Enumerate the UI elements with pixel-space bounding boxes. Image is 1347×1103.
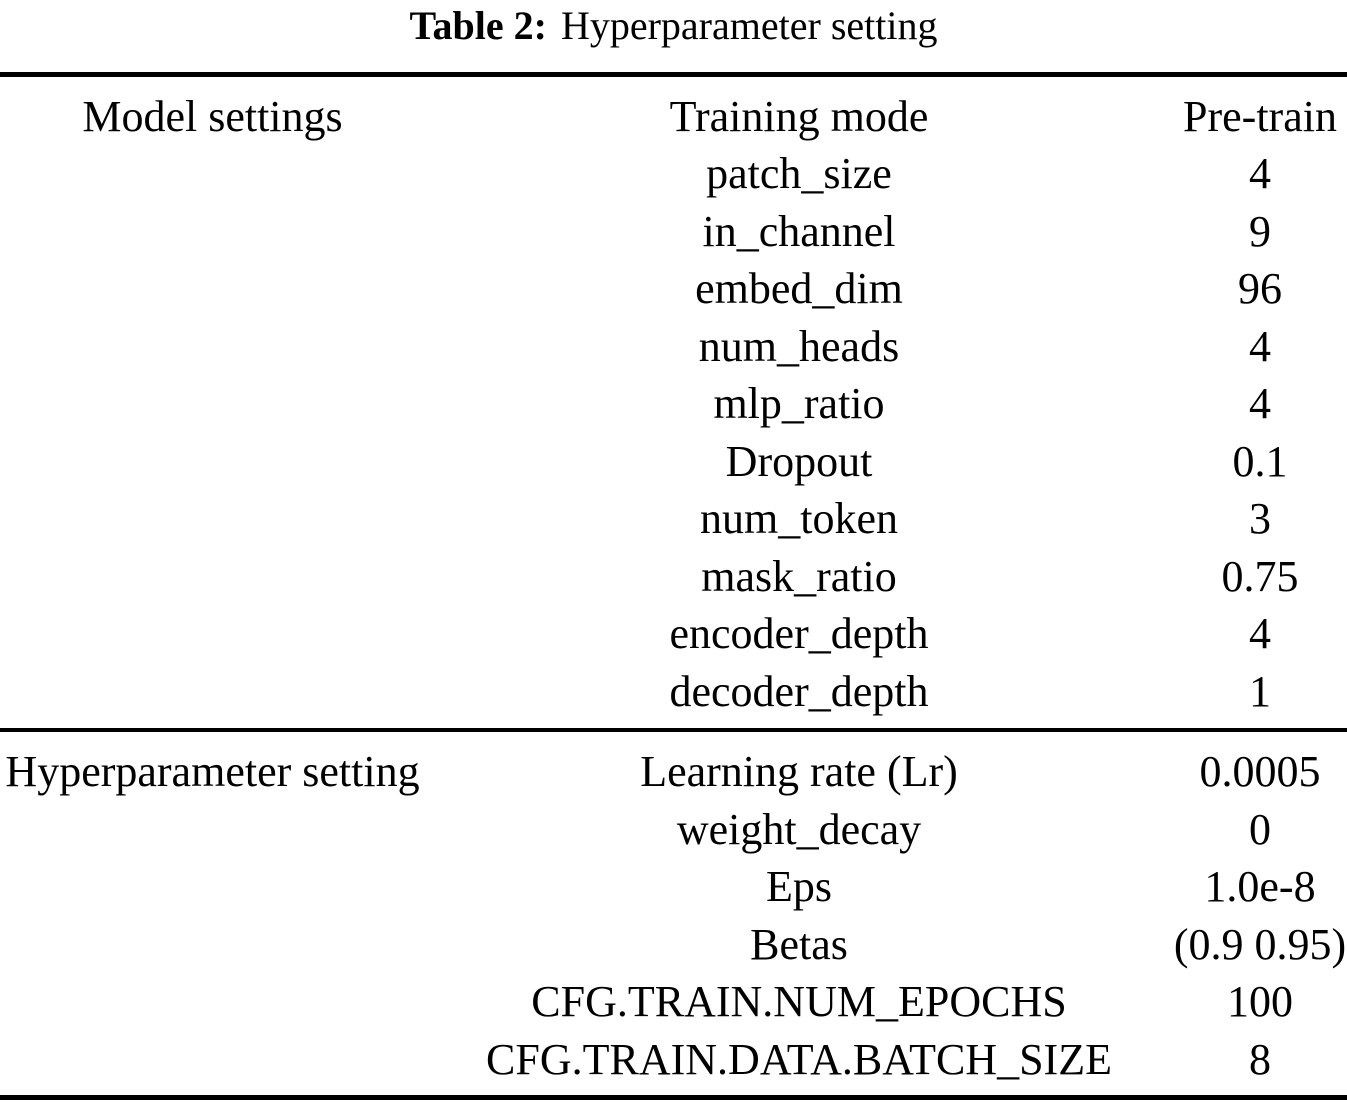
param-value: 100 (1227, 977, 1293, 1027)
table-row: embed_dim 96 (0, 261, 1347, 319)
param-name: Training mode (669, 91, 929, 141)
param-name: in_channel (702, 206, 896, 256)
param-value: 8 (1249, 1034, 1271, 1084)
param-value: 9 (1249, 206, 1271, 256)
table-row: encoder_depth 4 (0, 606, 1347, 664)
column-group-label: Hyperparameter setting (5, 747, 420, 797)
param-value: 96 (1238, 264, 1282, 314)
table-row: decoder_depth 1 (0, 663, 1347, 721)
param-name: num_heads (698, 321, 900, 371)
table-row: CFG.TRAIN.NUM_EPOCHS 100 (0, 974, 1347, 1032)
param-value: 4 (1249, 379, 1271, 429)
table-row: Hyperparameter setting Learning rate (Lr… (0, 744, 1347, 802)
param-name: mask_ratio (701, 551, 897, 601)
param-value: 0.1 (1232, 436, 1288, 486)
param-value: (0.9 0.95) (1173, 919, 1347, 969)
param-name: mlp_ratio (713, 379, 885, 429)
caption-title: Hyperparameter setting (560, 3, 938, 48)
param-name: Learning rate (Lr) (640, 747, 958, 797)
mid-rule (0, 727, 1347, 732)
param-value: 1 (1249, 666, 1271, 716)
param-name: Betas (750, 919, 848, 969)
table-row: weight_decay 0 (0, 801, 1347, 859)
caption-label: Table 2: (409, 3, 547, 48)
table-row: Dropout 0.1 (0, 433, 1347, 491)
param-name: CFG.TRAIN.DATA.BATCH_SIZE (486, 1034, 1112, 1084)
table-row: num_token 3 (0, 491, 1347, 549)
param-value: 1.0e-8 (1204, 862, 1316, 912)
param-name: Eps (766, 862, 832, 912)
param-value: 4 (1249, 321, 1271, 371)
param-value: 4 (1249, 609, 1271, 659)
param-name: patch_size (706, 149, 892, 199)
table-row: in_channel 9 (0, 203, 1347, 261)
table-row: CFG.TRAIN.DATA.BATCH_SIZE 8 (0, 1031, 1347, 1089)
table-row: mlp_ratio 4 (0, 376, 1347, 434)
top-rule (0, 72, 1347, 77)
bottom-rule (0, 1094, 1347, 1100)
table-row: Model settings Training mode Pre-train (0, 88, 1347, 146)
table-row: patch_size 4 (0, 146, 1347, 204)
param-name: embed_dim (695, 264, 903, 314)
param-value: 3 (1249, 494, 1271, 544)
param-name: num_token (700, 494, 898, 544)
table-caption: Table 2: Hyperparameter setting (0, 0, 1347, 72)
param-name: decoder_depth (669, 666, 929, 716)
table-row: num_heads 4 (0, 318, 1347, 376)
section-model-settings: Model settings Training mode Pre-train p… (0, 77, 1347, 728)
param-value: 4 (1249, 149, 1271, 199)
param-value: 0.0005 (1199, 747, 1321, 797)
param-value: 0.75 (1221, 551, 1299, 601)
param-value: 0 (1249, 804, 1271, 854)
param-name: weight_decay (676, 804, 922, 854)
column-group-label: Model settings (82, 91, 343, 141)
table-row: mask_ratio 0.75 (0, 548, 1347, 606)
table-row: Eps 1.0e-8 (0, 859, 1347, 917)
param-name: encoder_depth (669, 609, 929, 659)
param-name: Dropout (725, 436, 873, 486)
section-hyperparameter-setting: Hyperparameter setting Learning rate (Lr… (0, 732, 1347, 1095)
param-value: Pre-train (1183, 91, 1337, 141)
table-row: Betas (0.9 0.95) (0, 916, 1347, 974)
param-name: CFG.TRAIN.NUM_EPOCHS (531, 977, 1067, 1027)
